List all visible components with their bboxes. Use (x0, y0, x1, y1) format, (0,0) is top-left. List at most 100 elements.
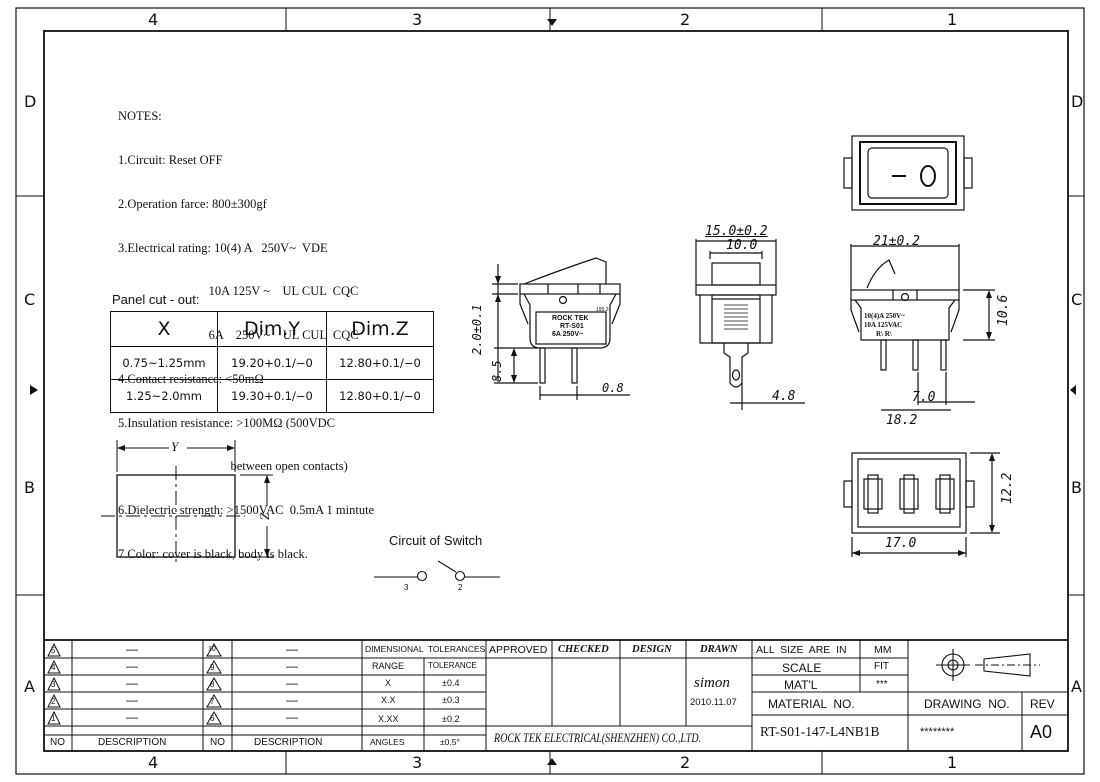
company-name: ROCK TEK ELECTRICAL(SHENZHEN) CO.,LTD. (494, 731, 702, 745)
tol-range: X.X (381, 695, 396, 705)
right-dim-width: 21±0.2 (873, 234, 920, 249)
rev-desc: — (126, 642, 138, 656)
zone-top-1: 1 (947, 10, 958, 29)
size-value: MM (874, 644, 892, 656)
front-dim-width: 15.0±0.2 (705, 224, 768, 239)
right-view-drawing (850, 244, 995, 411)
tol-range: X (385, 678, 392, 688)
zone-right-B: B (1071, 478, 1082, 497)
rev-desc: — (126, 676, 138, 690)
side-view-marking: ROCK TEK RT-S01 6A 250V~ (552, 315, 589, 339)
scale-value: FIT (874, 661, 889, 672)
bottom-dim-width: 17.0 (885, 536, 917, 551)
material-no-label: MATERIAL NO. (768, 697, 855, 711)
side-dim-thickness: 0.8 (602, 381, 624, 395)
tol-value: ±0.3 (442, 695, 460, 705)
marking-line: 6A 250V~ (552, 331, 584, 338)
side-view-marking-small: 195.3 (596, 307, 609, 313)
zone-top-3: 3 (412, 10, 423, 29)
zone-right-D: D (1071, 92, 1084, 111)
rev-desc: — (286, 659, 298, 673)
panel-cutout-table: X Dim.Y Dim.Z 0.75~1.25mm 19.20+0.1/−0 1… (110, 311, 434, 413)
marking-line: RT-S01 (560, 323, 584, 330)
tol-range: ANGLES (370, 737, 405, 747)
size-label: ALL SIZE ARE IN (756, 644, 847, 656)
zone-left-D: D (24, 92, 37, 111)
cell: 19.30+0.1/−0 (217, 379, 327, 413)
notes-line: 6.Dielectric strength: >1500VAC 0.5mA 1 … (118, 503, 375, 518)
circuit-pin-right: 2 (458, 583, 463, 592)
drawn-date: 2010.11.07 (690, 697, 737, 708)
rev-no-9: 9 (210, 663, 215, 672)
circuit-title: Circuit of Switch (389, 533, 483, 548)
front-dim-inner: 10.0 (726, 238, 758, 253)
rev-desc: — (126, 659, 138, 673)
cutout-y-label: Y (171, 439, 179, 454)
col-desc-right: DESCRIPTION (254, 737, 323, 748)
zone-left-A: A (24, 677, 35, 696)
notes-line: 2.Operation farce: 800±300gf (118, 196, 267, 211)
zone-top-2: 2 (680, 10, 691, 29)
zone-right-C: C (1071, 290, 1083, 309)
cell: 12.80+0.1/−0 (326, 346, 434, 380)
rev-desc: — (126, 693, 138, 707)
top-view-drawing (843, 135, 973, 211)
zone-top-4: 4 (148, 10, 159, 29)
notes-line: between open contacts) (118, 459, 348, 474)
header-dim-z: Dim.Z (326, 311, 434, 347)
rev-label: REV (1030, 697, 1055, 711)
tolerance-header: TOLERANCE (428, 661, 477, 670)
material-value: *** (876, 679, 888, 690)
notes-line: 10A 125V ~ UL CUL CQC (118, 284, 359, 299)
material-no-value: RT-S01-147-L4NB1B (760, 724, 880, 739)
range-header: RANGE (372, 661, 405, 671)
tol-value: ±0.4 (442, 678, 460, 688)
col-no-right: NO (210, 737, 225, 748)
cell: 12.80+0.1/−0 (326, 379, 434, 413)
tol-value: ±0.2 (442, 714, 460, 724)
tol-value: ±0.5° (440, 737, 460, 747)
rev-no-10: 10 (208, 646, 216, 653)
rev-desc: — (286, 676, 298, 690)
zone-right-A: A (1071, 677, 1082, 696)
material-label: MAT'L (784, 678, 818, 692)
rev-no-2: 2 (51, 697, 56, 706)
circuit-symbol (374, 560, 500, 582)
right-dim-pin: 7.0 (912, 390, 936, 405)
rev-desc: — (286, 693, 298, 707)
notes-line: 5.Insulation resistance: >100MΩ (500VDC (118, 415, 336, 430)
zone-left-C: C (24, 290, 36, 309)
zone-bottom-1: 1 (947, 753, 958, 772)
notes-line: NOTES: (118, 109, 162, 124)
zone-bottom-3: 3 (412, 753, 423, 772)
cell: 19.20+0.1/−0 (217, 346, 327, 380)
col-no-left: NO (50, 737, 65, 748)
rev-no-1: 1 (51, 714, 56, 723)
approved-label: APPROVED (489, 644, 548, 656)
rev-no-6: 6 (210, 714, 215, 723)
rev-no-5: 5 (51, 646, 56, 655)
rev-desc: — (286, 642, 298, 656)
rev-no-8: 8 (210, 680, 215, 689)
rev-no-3: 3 (51, 680, 56, 689)
notes-line: 1.Circuit: Reset OFF (118, 152, 223, 167)
rev-no-7: 7 (210, 697, 215, 706)
notes-line: 3.Electrical rating: 10(4) A 250V~ VDE (118, 240, 328, 255)
rev-value: A0 (1030, 722, 1053, 742)
right-dim-body: 18.2 (886, 413, 918, 428)
header-dim-y: Dim.Y (217, 311, 327, 347)
front-view-drawing (695, 239, 805, 410)
front-dim-pin: 4.8 (772, 389, 796, 404)
panel-cutout-title: Panel cut - out: (112, 292, 200, 307)
drawing-no-label: DRAWING NO. (924, 697, 1010, 711)
design-label: DESIGN (632, 644, 672, 655)
drawn-by: simon (694, 675, 730, 691)
drawn-label: DRAWN (700, 644, 738, 655)
circuit-pin-left: 3 (404, 583, 409, 592)
cutout-drawing (101, 440, 273, 564)
cell: 0.75~1.25mm (110, 346, 218, 380)
tolerances-title: DIMENSIONAL TOLERANCES (365, 644, 486, 654)
scale-label: SCALE (782, 661, 822, 675)
